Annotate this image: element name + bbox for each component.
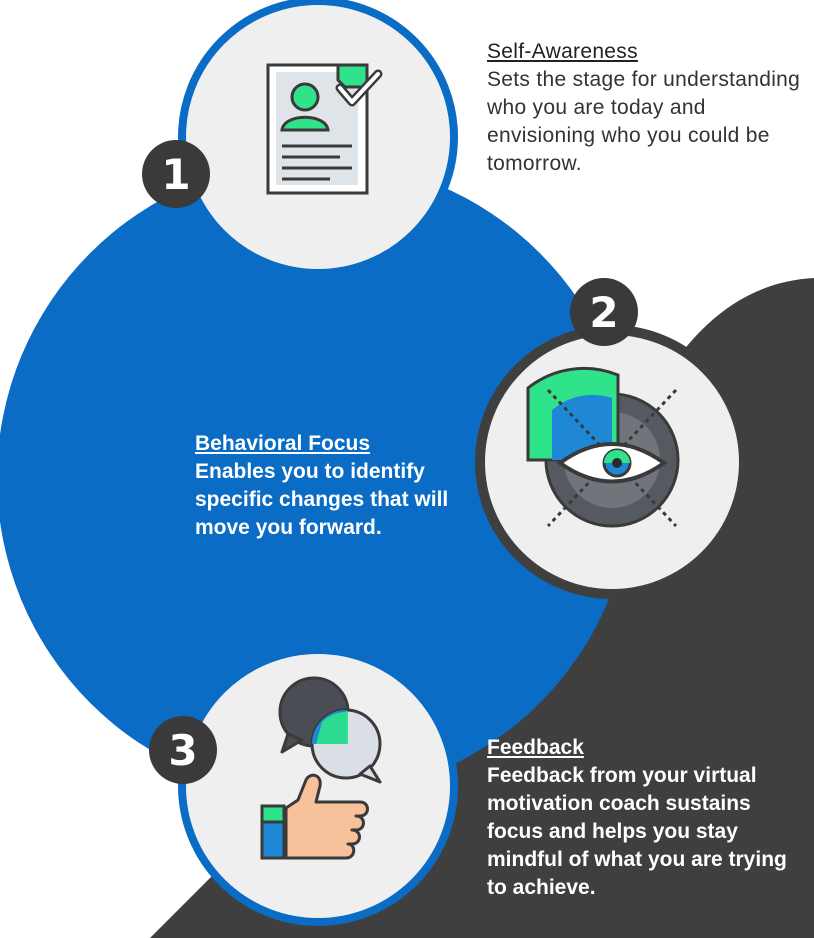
step-3-text: Feedback Feedback from your virtual moti…	[487, 734, 787, 902]
step-2-description: Enables you to identify specific changes…	[195, 460, 449, 539]
feedback-thumbs-up-icon	[260, 676, 382, 860]
step-2-text: Behavioral Focus Enables you to identify…	[195, 430, 485, 542]
step-1-text: Self-Awareness Sets the stage for unders…	[487, 38, 807, 178]
step-3-title: Feedback	[487, 736, 584, 759]
step-2-number-badge: 2	[570, 278, 638, 346]
step-1-number-badge: 1	[142, 140, 210, 208]
step-3-description: Feedback from your virtual motivation co…	[487, 764, 787, 899]
step-3-number-badge: 3	[149, 716, 217, 784]
target-eye-icon	[526, 366, 680, 528]
step-2-title: Behavioral Focus	[195, 432, 371, 455]
step-1-title: Self-Awareness	[487, 40, 638, 63]
profile-document-icon	[266, 63, 383, 195]
step-1-description: Sets the stage for understanding who you…	[487, 68, 801, 175]
blue-big-circle	[0, 160, 633, 796]
